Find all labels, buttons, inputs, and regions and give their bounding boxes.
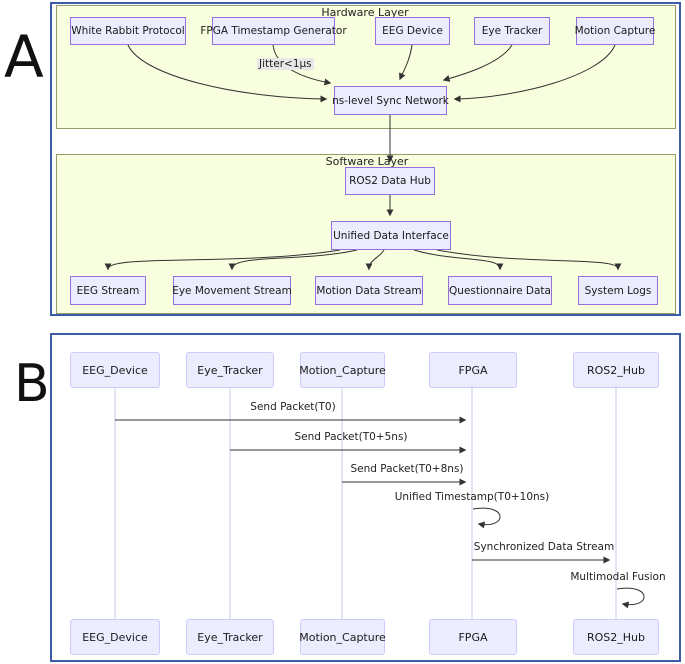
panel-a-letter: A bbox=[4, 23, 44, 91]
panel-b-letter: B bbox=[14, 354, 50, 414]
node-eye-movement-stream: Eye Movement Stream bbox=[172, 276, 292, 305]
msg-label-send-packet-t0: Send Packet(T0) bbox=[250, 401, 336, 413]
actor-bottom-motion-capture: Motion_Capture bbox=[299, 619, 386, 655]
node-sync-network: ns-level Sync Network bbox=[332, 86, 449, 115]
node-motion-data-stream: Motion Data Stream bbox=[315, 276, 423, 305]
node-ros2-data-hub: ROS2 Data Hub bbox=[345, 167, 435, 195]
msg-selfloop-multimodal-fusion bbox=[616, 587, 645, 609]
node-fpga-timestamp-generator: FPGA Timestamp Generator bbox=[200, 17, 347, 45]
node-system-logs: System Logs bbox=[578, 276, 658, 305]
actor-bottom-ros2-hub: ROS2_Hub bbox=[573, 619, 659, 655]
actor-top-motion-capture: Motion_Capture bbox=[299, 352, 386, 388]
actor-top-eye-tracker: Eye_Tracker bbox=[186, 352, 274, 388]
node-eeg-device: EEG Device bbox=[375, 17, 450, 45]
actor-top-ros2-hub: ROS2_Hub bbox=[573, 352, 659, 388]
sequence-panel: EEG_Device Eye_Tracker Motion_Capture FP… bbox=[50, 333, 681, 662]
msg-label-multimodal-fusion: Multimodal Fusion bbox=[570, 571, 666, 583]
node-questionnaire-data: Questionnaire Data bbox=[448, 276, 552, 305]
actor-bottom-eye-tracker: Eye_Tracker bbox=[186, 619, 274, 655]
msg-label-send-packet-t0-5ns: Send Packet(T0+5ns) bbox=[294, 431, 408, 443]
msg-label-unified-timestamp: Unified Timestamp(T0+10ns) bbox=[394, 491, 550, 503]
msg-label-synchronized-data-stream: Synchronized Data Stream bbox=[473, 541, 615, 553]
node-eeg-stream: EEG Stream bbox=[70, 276, 146, 305]
msg-selfloop-unified-timestamp bbox=[472, 507, 501, 529]
actor-top-fpga: FPGA bbox=[429, 352, 517, 388]
actor-top-eeg-device: EEG_Device bbox=[70, 352, 160, 388]
node-white-rabbit-protocol: White Rabbit Protocol bbox=[70, 17, 186, 45]
actor-bottom-eeg-device: EEG_Device bbox=[70, 619, 160, 655]
jitter-edge-label: Jitter<1μs bbox=[257, 58, 314, 70]
node-eye-tracker: Eye Tracker bbox=[474, 17, 550, 45]
msg-label-send-packet-t0-8ns: Send Packet(T0+8ns) bbox=[350, 463, 464, 475]
flowchart-panel: Hardware Layer Software Layer White Rabb… bbox=[50, 2, 681, 316]
hardware-layer-title: Hardware Layer bbox=[321, 6, 409, 19]
node-motion-capture: Motion Capture bbox=[575, 17, 655, 45]
node-unified-data-interface: Unified Data Interface bbox=[331, 221, 451, 250]
actor-bottom-fpga: FPGA bbox=[429, 619, 517, 655]
